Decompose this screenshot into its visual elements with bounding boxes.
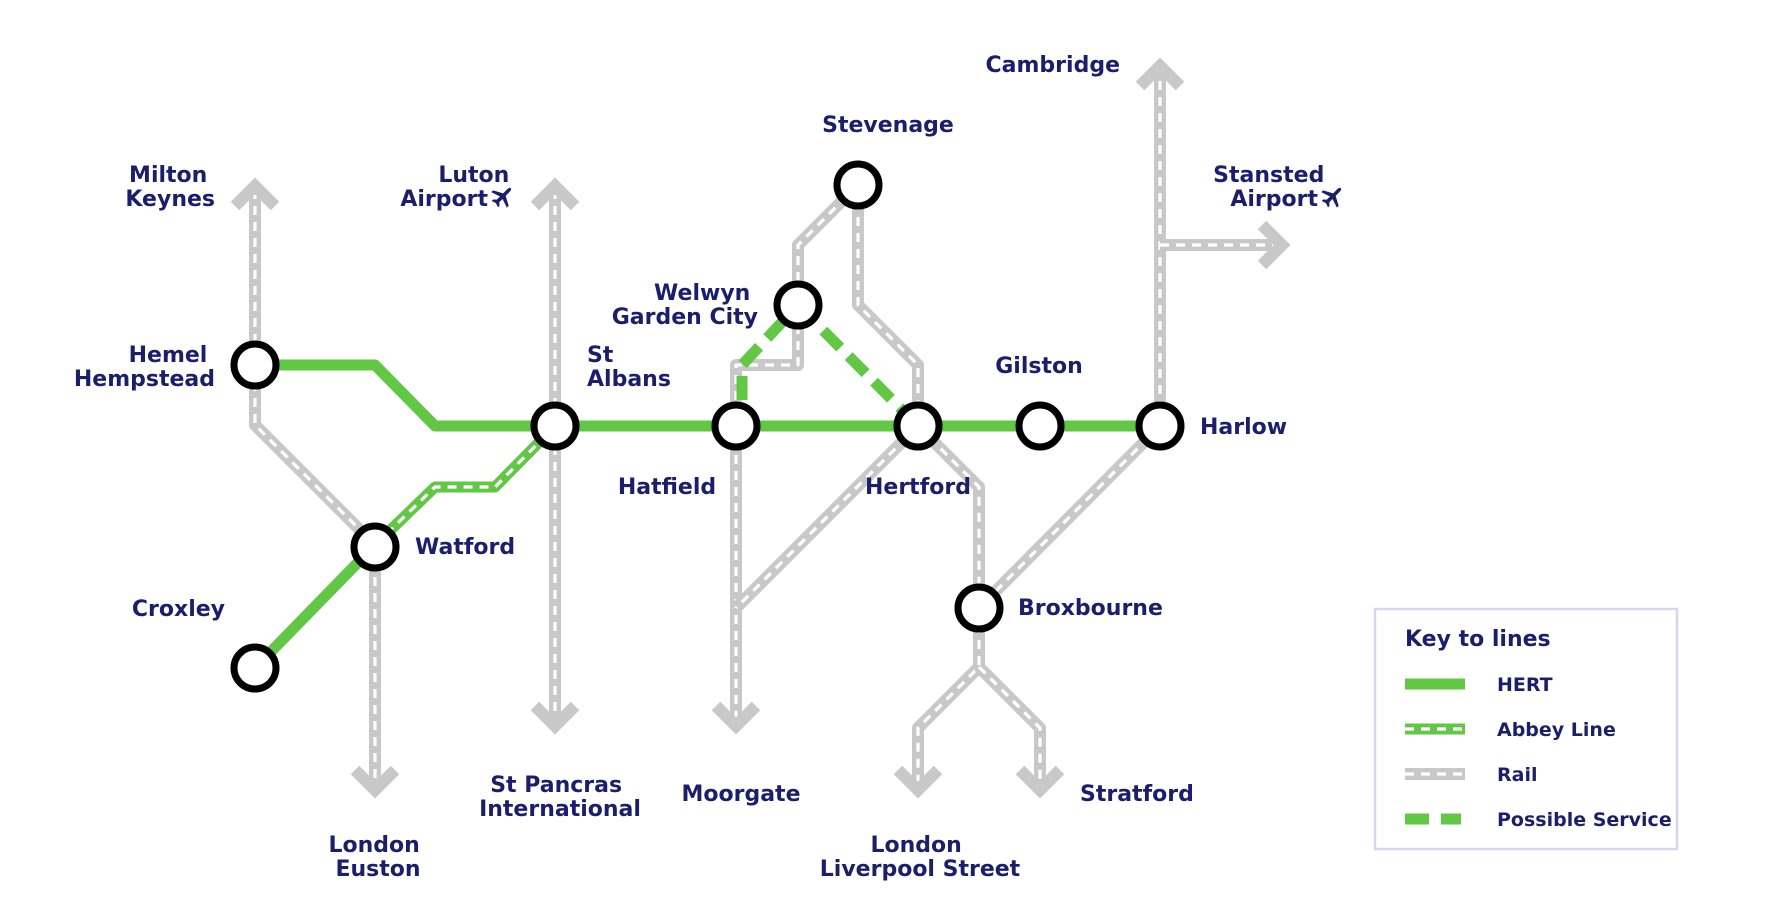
arrow-right-stansted (1257, 220, 1291, 270)
label-hemel-hempstead: Hemel Hempstead (74, 343, 215, 392)
label-stratford: Stratford (1080, 782, 1194, 807)
label-moorgate: Moorgate (681, 782, 800, 807)
station-broxbourne[interactable] (954, 583, 1004, 633)
arrow-up-milton-keynes (230, 177, 280, 211)
label-luton-airport: Luton Airport (400, 163, 517, 212)
rail-hertford-broxbourne (913, 421, 985, 608)
hert-main (255, 359, 1160, 432)
label-milton-keynes: Milton Keynes (125, 163, 215, 212)
station-stevenage[interactable] (833, 160, 883, 210)
station-labels: Hemel Hempstead Croxley Watford St Alban… (74, 113, 1287, 622)
legend-item-hert: HERT (1405, 674, 1553, 696)
airplane-icon (1321, 187, 1342, 208)
legend-label-hert: HERT (1497, 674, 1553, 696)
label-london-euston: London Euston (329, 833, 428, 882)
label-stansted-airport: Stansted Airport (1213, 163, 1332, 212)
arrow-down-moorgate (711, 701, 761, 735)
arrow-up-luton (530, 177, 580, 211)
station-welwyn-garden-city[interactable] (773, 280, 823, 330)
rail-broxbourne-liverpool-street (912, 608, 985, 782)
legend-item-possible-service: Possible Service (1405, 809, 1672, 831)
station-gilston[interactable] (1015, 401, 1065, 451)
label-hatfield: Hatfield (618, 475, 716, 500)
label-welwyn-garden-city: Welwyn Garden City (612, 281, 758, 330)
station-st-albans[interactable] (530, 401, 580, 451)
stations (230, 160, 1185, 693)
arrow-down-liverpool-street (893, 765, 943, 799)
label-gilston: Gilston (995, 354, 1083, 379)
label-st-pancras-international: St Pancras International (479, 773, 641, 822)
label-london-liverpool-street: London Liverpool Street (820, 833, 1021, 882)
station-hemel-hempstead[interactable] (230, 340, 280, 390)
arrow-down-stratford (1015, 765, 1065, 799)
rail-milton-keynes-watford (249, 190, 380, 550)
station-hatfield[interactable] (711, 401, 761, 451)
airplane-icon (491, 187, 512, 208)
label-hertford: Hertford (865, 475, 971, 500)
destination-arrows (230, 57, 1291, 799)
label-broxbourne: Broxbourne (1018, 596, 1163, 621)
label-harlow: Harlow (1200, 415, 1287, 440)
abbey-line (371, 422, 559, 549)
possible-service (736, 301, 922, 430)
label-watford: Watford (415, 535, 515, 560)
arrow-down-st-pancras (530, 701, 580, 735)
label-croxley: Croxley (132, 597, 225, 622)
station-watford[interactable] (350, 522, 400, 572)
rail-broxbourne-stratford (974, 662, 1046, 782)
hert-line (251, 359, 1160, 672)
legend-label-rail: Rail (1497, 764, 1537, 786)
station-hertford[interactable] (893, 401, 943, 451)
station-croxley[interactable] (230, 643, 280, 693)
arrow-down-euston (350, 765, 400, 799)
label-st-albans: St Albans (587, 343, 671, 392)
station-harlow[interactable] (1135, 401, 1185, 451)
legend-item-rail: Rail (1405, 764, 1537, 786)
hert-croxley-watford (251, 541, 379, 672)
destination-labels: Milton Keynes Luton Airport Cambridge St… (125, 53, 1342, 882)
legend: Key to lines HERT Abbey Line Rail Possib… (1373, 607, 1679, 851)
legend-label-abbey-line: Abbey Line (1497, 719, 1616, 741)
arrow-up-cambridge (1135, 57, 1185, 91)
label-cambridge: Cambridge (986, 53, 1120, 78)
label-stevenage: Stevenage (822, 113, 954, 138)
legend-item-abbey-line: Abbey Line (1405, 719, 1616, 741)
legend-label-possible-service: Possible Service (1497, 809, 1672, 831)
legend-title: Key to lines (1405, 627, 1551, 652)
